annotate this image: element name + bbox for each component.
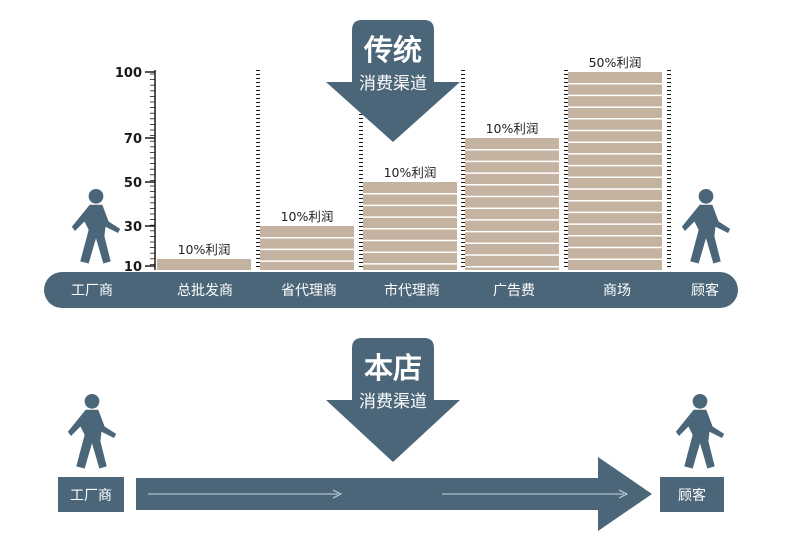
stage-label: 顾客 [691, 282, 719, 299]
arrow-inner-head [618, 489, 629, 499]
y-axis: 10 30 50 70 100 [115, 66, 156, 275]
store-channel: 本店 消费渠道 工厂商 顾客 [58, 338, 725, 531]
bar [260, 226, 354, 270]
factory-label: 工厂商 [70, 488, 112, 504]
bar [157, 259, 251, 270]
bars: 10%利润 10%利润 10%利润 10%利润 50%利润 [157, 55, 662, 270]
y-tick-label: 30 [124, 220, 142, 235]
top-title-main: 传统 [363, 33, 422, 67]
bar [465, 138, 559, 270]
walking-person-icon [675, 393, 725, 469]
bar-data-label: 50%利润 [589, 55, 642, 70]
stage-label: 省代理商 [281, 283, 337, 299]
bar-data-label: 10%利润 [486, 121, 539, 136]
walking-person-icon [71, 188, 121, 264]
bar [363, 182, 457, 270]
bar-5: 50%利润 [568, 55, 662, 270]
bottom-title-sub: 消费渠道 [359, 392, 427, 412]
supply-chain-band [44, 272, 738, 308]
bar-1: 10%利润 [157, 242, 251, 270]
top-title-sub: 消费渠道 [359, 74, 427, 94]
bar-data-label: 10%利润 [384, 165, 437, 180]
stage-label: 工厂商 [71, 283, 113, 299]
stage-label: 市代理商 [384, 282, 440, 299]
y-tick-label: 70 [124, 132, 142, 147]
traditional-channel: 10 30 50 70 100 10%利润 10%利润 10%利润 10%利润 50%利润 传统… [44, 20, 738, 308]
down-arrow-icon [326, 338, 460, 462]
y-tick-label: 10 [124, 260, 142, 275]
y-tick-label: 50 [124, 176, 142, 191]
bar-data-label: 10%利润 [178, 242, 231, 257]
right-arrow-icon [136, 457, 652, 531]
walking-person-icon [681, 188, 731, 264]
dotted-separators [256, 70, 671, 270]
bar-2: 10%利润 [260, 209, 354, 270]
bar-3: 10%利润 [363, 165, 457, 270]
customer-box [660, 477, 724, 512]
stage-label: 商场 [603, 283, 631, 299]
bar-4: 10%利润 [465, 121, 559, 270]
y-tick-label: 100 [115, 66, 142, 81]
bar [568, 72, 662, 270]
bar-data-label: 10%利润 [281, 209, 334, 224]
down-arrow-icon [326, 20, 460, 142]
arrow-inner-head [332, 489, 343, 499]
customer-label: 顾客 [678, 487, 706, 504]
factory-box [58, 477, 124, 512]
stage-label: 广告费 [493, 283, 535, 299]
stage-labels: 工厂商 总批发商 省代理商 市代理商 广告费 商场 顾客 [71, 282, 719, 299]
bottom-title-main: 本店 [364, 351, 422, 385]
walking-person-icon [67, 393, 117, 469]
stage-label: 总批发商 [177, 283, 233, 299]
